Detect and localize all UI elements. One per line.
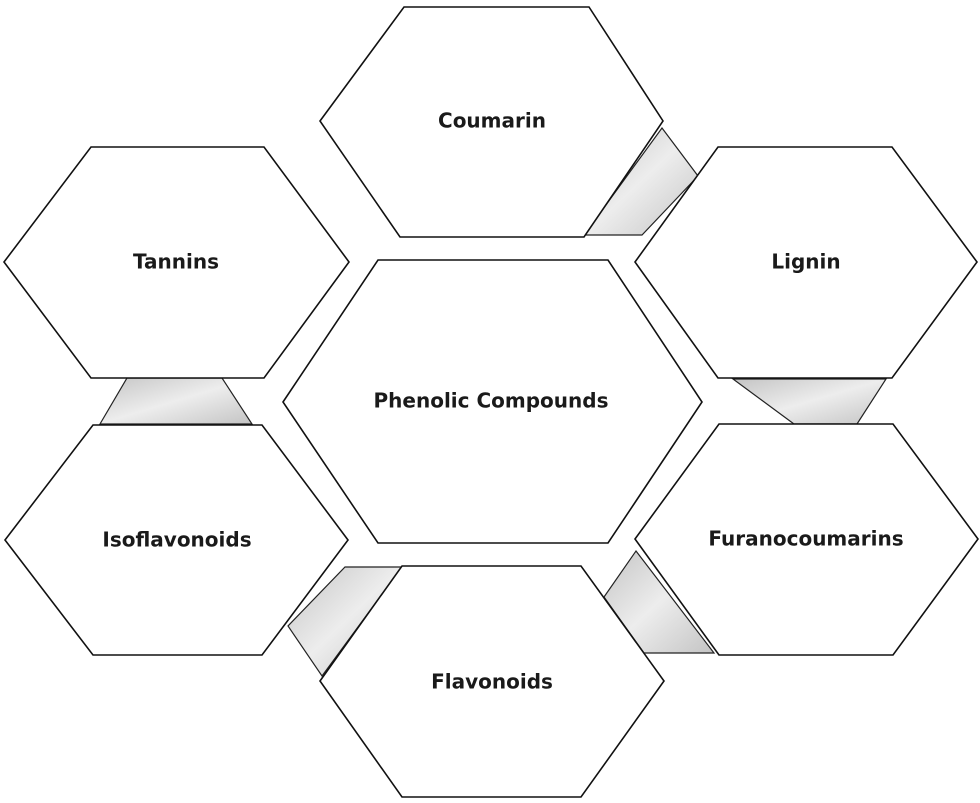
connector-lignin-furanocoumarins [731,378,888,425]
hexagon-flavonoids [319,565,665,798]
hexagon-coumarin [319,6,664,238]
hexagon-center [282,259,703,544]
isoflavonoids-label: Isoflavonoids [102,528,251,552]
hexagon-isoflavonoids [3,424,349,656]
connectors [98,126,888,678]
flavonoids-label: Flavonoids [431,670,553,694]
hexagon-lignin [634,146,978,379]
coumarin-label: Coumarin [438,109,546,133]
labels: Phenolic Compounds Coumarin Lignin Furan… [102,109,903,694]
connector-flavonoids-isoflavonoids [287,566,404,678]
tannins-label: Tannins [133,250,219,274]
center-label: Phenolic Compounds [374,389,609,413]
hexagon-tannins [2,146,350,379]
hexagon-furanocoumarins [634,423,979,656]
connector-isoflavonoids-tannins [98,377,254,425]
lignin-label: Lignin [771,250,840,274]
hexagons [2,6,979,798]
furanocoumarins-label: Furanocoumarins [708,527,903,551]
